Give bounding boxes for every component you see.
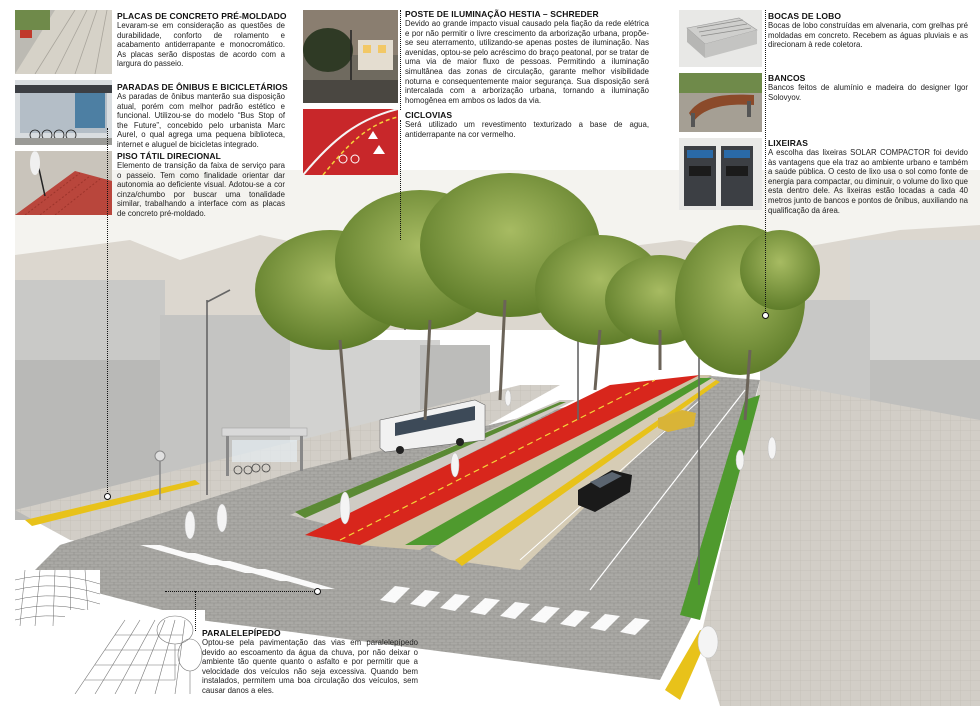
paradas-title: PARADAS DE ÔNIBUS E BICICLETÁRIOS bbox=[117, 82, 288, 92]
bocas-title: BOCAS DE LOBO bbox=[768, 11, 842, 21]
crosswalk bbox=[140, 545, 650, 635]
bus bbox=[379, 399, 486, 454]
piso-text: Elemento de transição da faixa de serviç… bbox=[117, 161, 285, 218]
paralelepipedo-text: Optou-se pela pavimentação das vias em p… bbox=[202, 638, 418, 695]
poste-text: Devido ao grande impacto visual causado … bbox=[405, 19, 649, 105]
ciclovias-title: CICLOVIAS bbox=[405, 110, 453, 120]
placas-title: PLACAS DE CONCRETO PRÉ-MOLDADO bbox=[117, 11, 287, 21]
placas-text: Levaram-se em consideração as questões d… bbox=[117, 21, 285, 69]
leader-dot-right bbox=[762, 312, 769, 319]
median-left bbox=[290, 400, 575, 525]
paralelepipedo-title: PARALELEPÍPEDO bbox=[202, 628, 281, 638]
yellow-car bbox=[658, 410, 696, 432]
leader-line-bottom-v bbox=[195, 591, 196, 631]
leader-line-left bbox=[107, 128, 108, 496]
bancos-title: BANCOS bbox=[768, 73, 806, 83]
curb-left bbox=[25, 480, 200, 526]
grass-median bbox=[405, 378, 712, 545]
bike-lane-line bbox=[339, 379, 656, 541]
pedestrians bbox=[184, 389, 777, 659]
leader-line-poste bbox=[400, 10, 401, 110]
leader-dot-left bbox=[104, 493, 111, 500]
bocas-text: Bocas de lobo construídas em alvenaria, … bbox=[768, 21, 968, 50]
median-curb bbox=[430, 378, 716, 570]
hedge-left bbox=[295, 402, 566, 518]
leader-line-poste-2 bbox=[400, 120, 401, 240]
leader-line-bottom bbox=[165, 591, 315, 592]
leader-dot-bottom bbox=[314, 588, 321, 595]
ciclovias-text: Será utilizado um revestimento texturiza… bbox=[405, 120, 649, 139]
curb-yellow-median bbox=[455, 380, 720, 566]
paradas-text: As paradas de ônibus manterão sua dispos… bbox=[117, 92, 285, 149]
poste-title: POSTE DE ILUMINAÇÃO HESTIA – SCHREDER bbox=[405, 9, 599, 19]
piso-title: PISO TÁTIL DIRECIONAL bbox=[117, 151, 221, 161]
photo-storm-drain bbox=[679, 10, 762, 67]
bike-lane bbox=[305, 375, 700, 545]
median-walk bbox=[360, 375, 712, 550]
lixeiras-text: A escolha das lixeiras SOLAR COMPACTOR f… bbox=[768, 148, 968, 215]
bike-rack bbox=[233, 463, 271, 475]
bus-shelter-roof bbox=[221, 427, 308, 437]
tree-trunks bbox=[338, 299, 752, 461]
sketch-street bbox=[65, 610, 205, 694]
bancos-text: Bancos feitos de alumínio e madeira do d… bbox=[768, 83, 968, 102]
sidewalk-right bbox=[700, 380, 980, 706]
photo-bike-lane bbox=[303, 109, 398, 175]
black-car bbox=[578, 470, 632, 512]
photo-trash-bin bbox=[679, 138, 762, 210]
photo-tactile-floor bbox=[15, 151, 112, 215]
photo-street-lights bbox=[303, 10, 398, 103]
lixeiras-title: LIXEIRAS bbox=[768, 138, 809, 148]
trees bbox=[255, 173, 820, 375]
leader-line-right bbox=[765, 10, 766, 315]
photo-bus-stop bbox=[15, 80, 112, 145]
photo-bench bbox=[679, 73, 762, 132]
photo-concrete-slabs bbox=[15, 10, 112, 74]
